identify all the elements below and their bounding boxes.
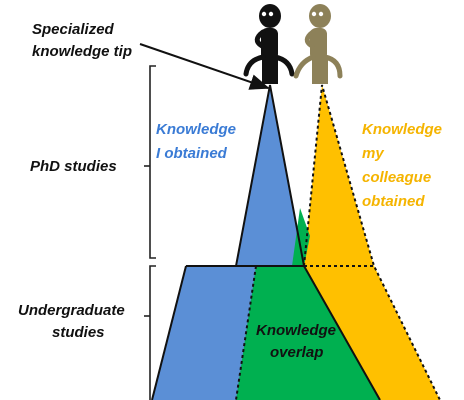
my-base-left-edge — [151, 265, 187, 400]
specialized-tip-label-line2: knowledge tip — [32, 43, 132, 60]
undergrad-overlap-region — [236, 266, 380, 400]
mine-label-line2: I obtained — [156, 145, 228, 162]
tip-arrow — [139, 43, 270, 90]
my-outline — [235, 84, 305, 267]
my-phd-spike — [236, 85, 304, 266]
thinking-person-icon — [243, 4, 295, 84]
undergrad-label-line2: studies — [52, 324, 105, 341]
mine-label-line1: Knowledge — [156, 121, 236, 138]
colleague-label-line2: my — [362, 145, 384, 162]
thinking-person-icon — [293, 4, 343, 84]
colleague-inner-dotted — [235, 265, 257, 400]
colleague-label-line3: colleague — [362, 169, 431, 186]
colleague-phd-spike — [304, 85, 374, 266]
overlap-label-line2: overlap — [270, 344, 323, 361]
colleague-outline — [303, 84, 441, 400]
specialized-tip-label-line1: Specialized — [32, 21, 115, 38]
undergrad-label-line1: Undergraduate — [18, 302, 125, 319]
undergrad-bracket — [149, 265, 156, 400]
phd-studies-label: PhD studies — [30, 158, 117, 175]
colleague-label-line4: obtained — [362, 193, 425, 210]
overlap-label-line1: Knowledge — [256, 322, 336, 339]
colleague-label-line1: Knowledge — [362, 121, 442, 138]
phd-bracket — [149, 65, 156, 259]
